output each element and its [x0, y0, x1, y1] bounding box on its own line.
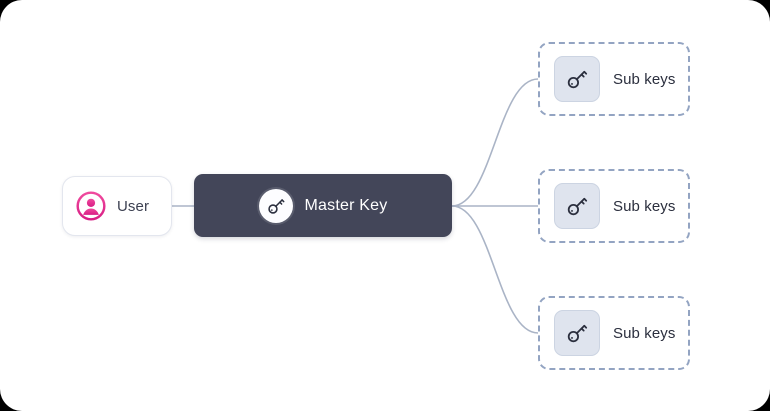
subkey-label-1: Sub keys	[613, 197, 676, 215]
subkey-label-0: Sub keys	[613, 70, 676, 88]
master-key-label: Master Key	[304, 196, 388, 214]
edge-master-to-subkey-2	[451, 205, 539, 334]
user-node-label: User	[117, 197, 150, 215]
subkey-icon-container-2	[554, 310, 600, 356]
key-icon	[567, 324, 588, 343]
subkey-icon-container-0	[554, 56, 600, 102]
subkey-icon-container-1	[554, 183, 600, 229]
user-avatar-icon	[76, 191, 106, 221]
master-key-badge	[258, 188, 293, 223]
subkey-node-1[interactable]: Sub keys	[538, 169, 690, 243]
key-icon	[567, 197, 588, 216]
key-icon	[567, 70, 588, 89]
subkey-node-2[interactable]: Sub keys	[538, 296, 690, 370]
key-icon	[267, 198, 284, 214]
edge-master-to-subkey-0	[451, 78, 539, 207]
user-node[interactable]: User	[62, 176, 172, 236]
master-key-node[interactable]: Master Key	[194, 174, 452, 237]
subkey-node-0[interactable]: Sub keys	[538, 42, 690, 116]
subkey-label-2: Sub keys	[613, 324, 676, 342]
